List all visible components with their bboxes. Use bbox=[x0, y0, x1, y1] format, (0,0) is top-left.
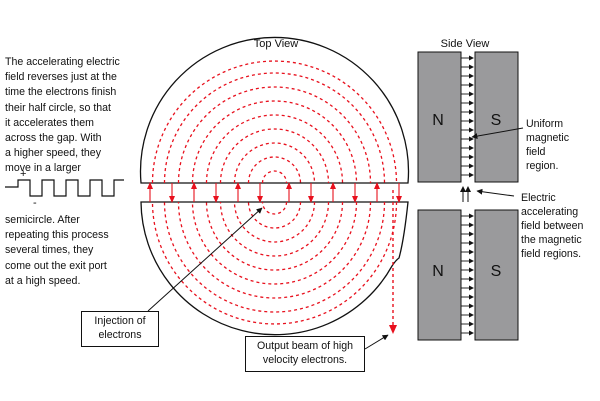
field-arrowhead bbox=[469, 249, 474, 255]
magnetic-field-label: Uniform magnetic field region. bbox=[526, 118, 570, 172]
output-pointer bbox=[364, 334, 389, 350]
orbit-upper-half bbox=[247, 156, 302, 184]
electron-spiral-path bbox=[151, 60, 398, 325]
upper-south-pole-label: S bbox=[491, 112, 502, 129]
orbit-lower-half bbox=[191, 201, 358, 285]
field-arrowhead bbox=[469, 303, 474, 309]
top-view-title: Top View bbox=[254, 38, 298, 50]
output-label-box: Output beam of high velocity electrons. bbox=[245, 336, 365, 372]
field-arrowhead bbox=[469, 109, 474, 115]
svg-text:Electric: Electric bbox=[521, 192, 556, 204]
gap-arrowhead bbox=[191, 182, 197, 189]
svg-text:field between: field between bbox=[521, 220, 584, 232]
gap-arrowhead bbox=[235, 182, 241, 189]
orbit-upper-half bbox=[151, 60, 398, 184]
field-arrowhead bbox=[469, 73, 474, 79]
orbit-upper-half bbox=[261, 170, 288, 184]
plus-sign: + bbox=[20, 168, 26, 180]
svg-text:region.: region. bbox=[526, 160, 558, 172]
gap-arrowhead bbox=[352, 196, 358, 203]
orbit-lower-half bbox=[205, 201, 344, 271]
output-beam-arrowhead bbox=[389, 325, 397, 334]
upper-magnet-south bbox=[474, 51, 519, 183]
electric-field-pointer bbox=[476, 188, 515, 197]
field-arrowhead bbox=[469, 294, 474, 300]
svg-text:field regions.: field regions. bbox=[521, 248, 581, 260]
field-arrowhead bbox=[469, 231, 474, 237]
orbit-upper-half bbox=[219, 128, 330, 184]
orbit-lower-half bbox=[261, 201, 288, 215]
side-view-title: Side View bbox=[441, 38, 490, 50]
field-arrowhead bbox=[469, 127, 474, 133]
field-arrowhead bbox=[469, 100, 474, 106]
field-arrowhead bbox=[469, 267, 474, 273]
gap-field-arrows bbox=[147, 182, 402, 203]
lower-magnet-north bbox=[417, 209, 462, 341]
orbit-lower-half bbox=[233, 201, 316, 243]
orbit-upper-half bbox=[163, 72, 386, 184]
svg-text:accelerating: accelerating bbox=[521, 206, 578, 218]
field-arrowhead bbox=[469, 64, 474, 70]
electric-field-arrows bbox=[460, 186, 471, 202]
orbit-lower-half bbox=[247, 201, 302, 229]
field-arrowhead bbox=[469, 154, 474, 160]
svg-text:field: field bbox=[526, 146, 546, 158]
lower-dee bbox=[140, 201, 409, 336]
lower-magnet: N S bbox=[417, 209, 519, 341]
field-arrowhead bbox=[469, 163, 474, 169]
field-arrowhead bbox=[469, 222, 474, 228]
field-arrowhead bbox=[469, 258, 474, 264]
field-arrowhead bbox=[469, 330, 474, 336]
gap-arrowhead bbox=[374, 182, 380, 189]
svg-text:the magnetic: the magnetic bbox=[521, 234, 582, 246]
electric-field-label: Electric accelerating field between the … bbox=[521, 192, 584, 260]
lower-south-pole-label: S bbox=[491, 263, 502, 280]
gap-arrowhead bbox=[257, 196, 263, 203]
minus-sign: - bbox=[33, 197, 37, 209]
orbit-upper-half bbox=[205, 114, 344, 184]
field-arrowhead bbox=[469, 118, 474, 124]
upper-magnet-north bbox=[417, 51, 462, 183]
orbit-upper-half bbox=[233, 142, 316, 184]
field-arrowhead bbox=[469, 285, 474, 291]
field-arrowhead bbox=[469, 240, 474, 246]
injection-label-box: Injection of electrons bbox=[81, 311, 159, 347]
upper-dee bbox=[139, 36, 410, 184]
gap-arrowhead bbox=[286, 182, 292, 189]
upper-north-pole-label: N bbox=[432, 112, 444, 129]
field-arrowhead bbox=[469, 91, 474, 97]
orbit-lower-half bbox=[177, 201, 372, 299]
field-arrowhead bbox=[469, 172, 474, 178]
gap-arrowhead bbox=[330, 182, 336, 189]
field-arrowhead bbox=[469, 55, 474, 61]
orbit-upper-half bbox=[191, 100, 358, 184]
description-part-2: semicircle. After repeating this process… bbox=[5, 214, 109, 287]
field-arrowhead bbox=[469, 276, 474, 282]
orbit-lower-half bbox=[219, 201, 330, 257]
gap-arrowhead bbox=[147, 182, 153, 189]
magnetic-field-arrows bbox=[461, 55, 474, 336]
orbit-lower-half bbox=[163, 201, 386, 313]
description-part-1: The accelerating electric field reverses… bbox=[5, 56, 120, 175]
square-wave-icon bbox=[5, 179, 124, 197]
field-arrowhead bbox=[469, 312, 474, 318]
orbit-upper-half bbox=[177, 86, 372, 184]
gap-arrowhead bbox=[308, 196, 314, 203]
field-arrowhead bbox=[469, 321, 474, 327]
lower-magnet-south bbox=[474, 209, 519, 341]
field-arrowhead bbox=[469, 213, 474, 219]
gap-arrowhead bbox=[213, 196, 219, 203]
orbit-lower-half bbox=[151, 201, 398, 325]
svg-text:magnetic: magnetic bbox=[526, 132, 570, 144]
injection-pointer bbox=[147, 207, 263, 312]
gap-arrowhead bbox=[396, 196, 402, 203]
field-arrowhead bbox=[469, 82, 474, 88]
upper-magnet: N S bbox=[417, 51, 519, 183]
lower-north-pole-label: N bbox=[432, 263, 444, 280]
magnetic-field-pointer bbox=[471, 127, 524, 140]
svg-text:Uniform: Uniform bbox=[526, 118, 563, 130]
field-arrowhead bbox=[469, 145, 474, 151]
gap-arrowhead bbox=[169, 196, 175, 203]
